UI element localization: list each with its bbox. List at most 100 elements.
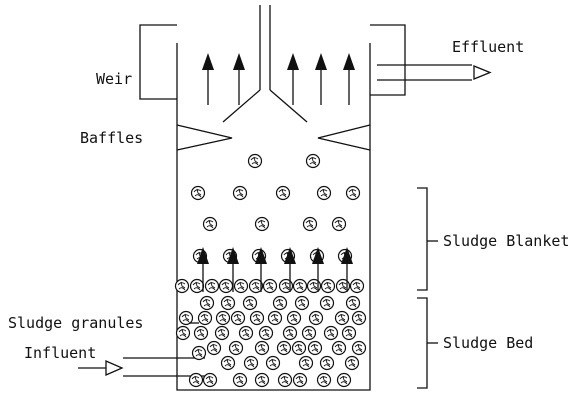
granule-icon <box>262 278 278 294</box>
granule-icon <box>341 325 357 341</box>
granule-icon <box>334 310 350 326</box>
granule-icon <box>248 278 264 294</box>
granule-icon <box>301 325 317 341</box>
granule-icon <box>243 355 259 371</box>
granule-icon <box>275 185 291 201</box>
granule-icon <box>218 278 234 294</box>
sludge-bed-label: Sludge Bed <box>443 334 533 352</box>
arrow-up-icon <box>315 53 327 105</box>
granule-icon <box>202 372 218 388</box>
granule-icon <box>214 325 230 341</box>
granule-icon <box>345 185 361 201</box>
granule-icon <box>254 340 270 356</box>
granule-icon <box>298 355 314 371</box>
granule-icon <box>175 325 191 341</box>
effluent-label: Effluent <box>452 38 524 56</box>
granule-icon <box>316 185 332 201</box>
granule-icon <box>220 355 236 371</box>
granule-icon <box>188 372 204 388</box>
granule-icon <box>247 153 263 169</box>
granule-icon <box>292 278 308 294</box>
granule-icon <box>199 295 215 311</box>
influent-pipe <box>78 357 205 377</box>
granule-icon <box>345 295 361 311</box>
granule-icon <box>307 340 323 356</box>
granule-icon <box>320 278 336 294</box>
granule-icon <box>228 340 244 356</box>
granule-icon <box>206 340 222 356</box>
reactor-tank <box>176 43 371 391</box>
upper-flow-arrows <box>202 53 355 105</box>
lower-flow-arrows <box>197 247 353 292</box>
granule-icon <box>230 310 246 326</box>
granule-icon <box>232 372 248 388</box>
arrow-up-icon <box>197 247 209 292</box>
granule-icon <box>351 340 367 356</box>
granule-icon <box>351 310 367 326</box>
arrow-up-icon <box>255 247 267 292</box>
granule-icon <box>308 310 324 326</box>
arrow-up-icon <box>287 53 299 105</box>
arrow-up-icon <box>341 247 353 292</box>
arrow-up-icon <box>227 247 239 292</box>
granule-icon <box>316 372 332 388</box>
granule-icon <box>336 372 352 388</box>
granule-icon <box>174 278 190 294</box>
weir-channel <box>139 24 406 100</box>
granule-icon <box>302 216 318 232</box>
granule-icon <box>344 355 360 371</box>
effluent-pipe <box>377 64 492 81</box>
granule-icon <box>265 355 281 371</box>
sludge-blanket-bracket <box>417 187 438 291</box>
granule-icon <box>291 340 307 356</box>
sludge-granules <box>174 153 367 388</box>
granule-icon <box>305 153 321 169</box>
granule-icon <box>238 325 254 341</box>
granule-icon <box>204 278 220 294</box>
granule-icon <box>286 310 302 326</box>
arrow-up-icon <box>284 247 296 292</box>
granule-icon <box>254 372 270 388</box>
granule-icon <box>233 278 249 294</box>
granule-icon <box>276 340 292 356</box>
granule-icon <box>189 278 205 294</box>
influent-arrow-icon <box>105 360 124 376</box>
granule-icon <box>267 310 283 326</box>
granule-icon <box>323 325 339 341</box>
granule-icon <box>242 295 258 311</box>
arrow-up-icon <box>312 247 324 292</box>
granule-icon <box>190 185 206 201</box>
granule-icon <box>331 216 347 232</box>
granule-icon <box>193 325 209 341</box>
arrow-up-icon <box>233 53 245 105</box>
arrow-up-icon <box>343 53 355 105</box>
granule-icon <box>331 340 347 356</box>
granule-icon <box>258 325 274 341</box>
sludge-bed-bracket <box>417 297 438 389</box>
granule-icon <box>292 372 308 388</box>
granule-icon <box>277 372 293 388</box>
granule-icon <box>319 355 335 371</box>
granule-icon <box>191 345 207 361</box>
granule-icon <box>306 278 322 294</box>
weir-label: Weir <box>96 70 132 88</box>
granule-icon <box>197 310 213 326</box>
granule-icon <box>220 295 236 311</box>
granule-icon <box>249 310 265 326</box>
gas-hood <box>222 5 308 123</box>
arrow-up-icon <box>202 53 214 105</box>
granule-icon <box>335 278 351 294</box>
sludge-blanket-label: Sludge Blanket <box>443 232 569 250</box>
granule-icon <box>272 295 288 311</box>
effluent-arrow-icon <box>473 65 492 80</box>
granule-icon <box>319 295 335 311</box>
granule-icon <box>282 325 298 341</box>
granule-icon <box>349 278 365 294</box>
granule-icon <box>278 278 294 294</box>
baffles <box>176 124 371 151</box>
granule-icon <box>254 216 270 232</box>
granule-icon <box>178 310 194 326</box>
sludge-granules-label: Sludge granules <box>8 314 143 332</box>
granule-icon <box>294 295 310 311</box>
